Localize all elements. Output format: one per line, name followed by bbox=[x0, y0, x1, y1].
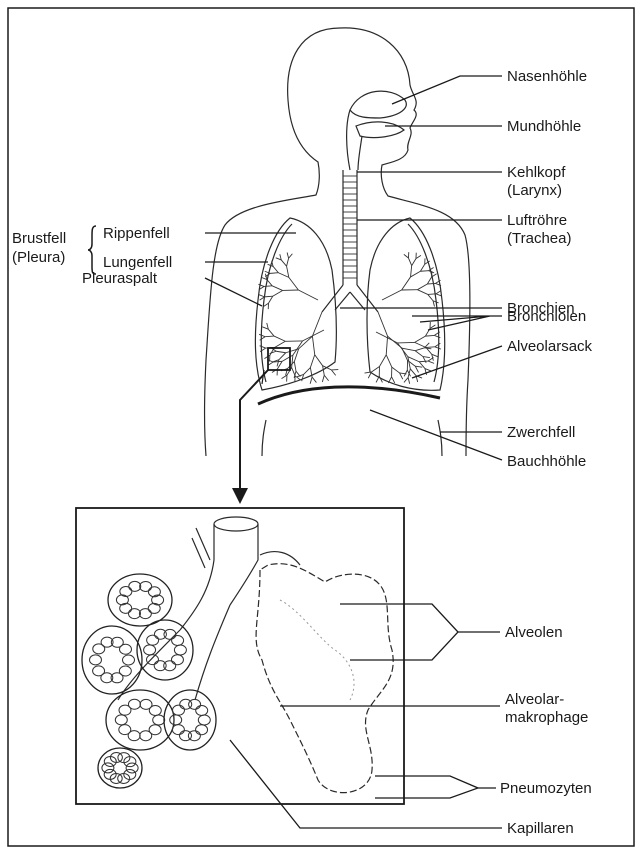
label-alveolarmakrophage-1: Alveolar- bbox=[505, 691, 564, 708]
label-lungenfell: Lungenfell bbox=[103, 254, 172, 271]
label-mundhoehle: Mundhöhle bbox=[507, 118, 581, 135]
label-zwerchfell: Zwerchfell bbox=[507, 424, 575, 441]
label-nasenhoehle: Nasenhöhle bbox=[507, 68, 587, 85]
label-trachea: (Trachea) bbox=[507, 230, 571, 247]
label-pleura: (Pleura) bbox=[12, 249, 65, 266]
right-lung bbox=[365, 218, 445, 390]
upper-leaders bbox=[205, 76, 502, 460]
label-alveolarsack: Alveolarsack bbox=[507, 338, 593, 355]
label-kapillaren: Kapillaren bbox=[507, 820, 574, 837]
label-kehlkopf: Kehlkopf bbox=[507, 164, 566, 181]
label-luftroehre: Luftröhre bbox=[507, 212, 567, 229]
label-bauchhoehle: Bauchhöhle bbox=[507, 453, 586, 470]
label-rippenfell: Rippenfell bbox=[103, 225, 170, 242]
inset-leaders bbox=[230, 604, 502, 828]
trachea bbox=[343, 170, 357, 285]
label-alveolarmakrophage-2: makrophage bbox=[505, 709, 588, 726]
label-alveolen: Alveolen bbox=[505, 624, 563, 641]
label-bronchiolen-visible: Bronchiolen bbox=[507, 308, 586, 325]
nasal-oral-cavity bbox=[347, 91, 407, 170]
torso-silhouette bbox=[205, 28, 470, 456]
labels: Nasenhöhle Mundhöhle Kehlkopf (Larynx) L… bbox=[12, 68, 593, 837]
magnify-arrowhead bbox=[232, 488, 248, 504]
label-brustfell: Brustfell bbox=[12, 230, 66, 247]
alveolar-detail bbox=[82, 517, 393, 793]
pleura-brace bbox=[88, 226, 96, 274]
label-pneumozyten: Pneumozyten bbox=[500, 780, 592, 797]
label-larynx: (Larynx) bbox=[507, 182, 562, 199]
